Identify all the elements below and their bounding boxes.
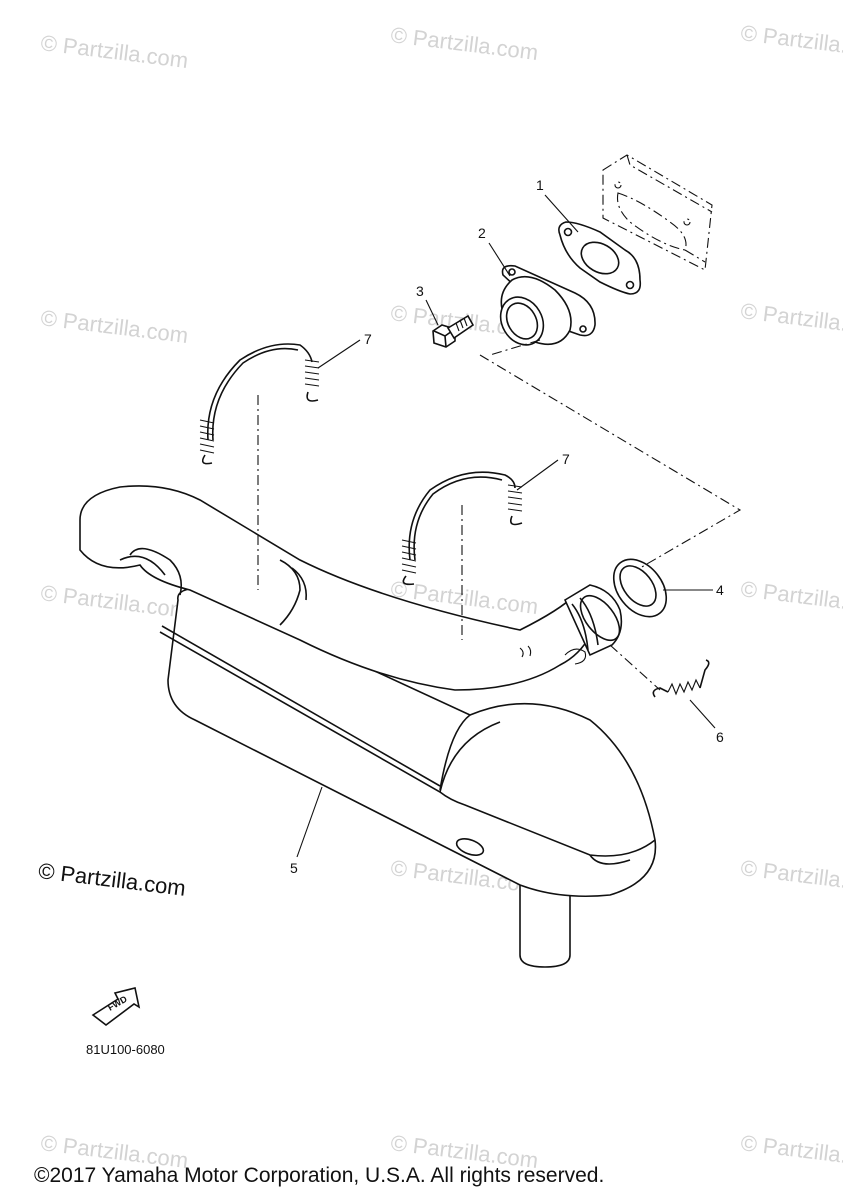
bolt [432, 314, 475, 348]
callout-1: 1 [536, 177, 544, 193]
watermark: © Partzilla.com [739, 20, 843, 63]
callout-4: 4 [716, 582, 724, 598]
muffler-spring [652, 659, 710, 698]
muffler-assembly [79, 485, 657, 968]
callout-7: 7 [562, 451, 570, 467]
leader-lines [296, 194, 716, 858]
exhaust-spring-lower [401, 471, 523, 586]
callout-6: 6 [716, 729, 724, 745]
watermark: © Partzilla.com [39, 30, 189, 73]
watermark: © Partzilla.com [739, 855, 843, 898]
callout-3: 3 [416, 283, 424, 299]
exhaust-manifold-joint [499, 264, 596, 346]
copyright-notice: ©2017 Yamaha Motor Corporation, U.S.A. A… [34, 1164, 605, 1187]
gasket [558, 221, 642, 295]
diagram-reference-code: 81U100-6080 [86, 1042, 165, 1057]
watermark: © Partzilla.com [389, 22, 539, 65]
watermark: © Partzilla.com [739, 1130, 843, 1173]
exhaust-spring-upper [199, 343, 320, 465]
engine-mount-block [602, 154, 713, 271]
callout-7: 7 [364, 331, 372, 347]
watermark: © Partzilla.com [39, 305, 189, 348]
watermark: © Partzilla.com [39, 580, 189, 623]
callout-5: 5 [290, 860, 298, 876]
fwd-arrow-icon: FWD [91, 987, 141, 1027]
callout-2: 2 [478, 225, 486, 241]
ring-gasket [612, 558, 668, 618]
watermark: © Partzilla.com [739, 298, 843, 341]
watermark: © Partzilla.com [739, 576, 843, 619]
callout-labels: 1 2 3 4 5 6 7 7 [290, 177, 724, 876]
assembly-guide-lines [257, 339, 742, 691]
